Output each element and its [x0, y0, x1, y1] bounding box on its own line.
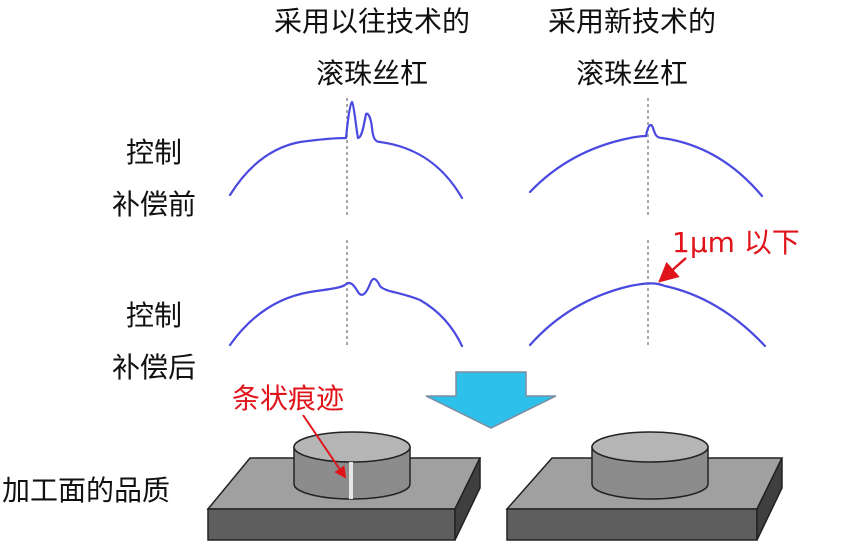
row-label-after-line2: 补偿后 [111, 351, 196, 384]
column-header-new: 采用新技术的 滚珠丝杠 [502, 8, 762, 88]
column-header-conventional: 采用以往技术的 滚珠丝杠 [232, 8, 512, 88]
tolerance-arrow [658, 257, 687, 283]
profile-curve-before-conventional [228, 100, 464, 200]
down-arrow [425, 371, 557, 429]
row-label-before-line1: 控制 [125, 136, 182, 169]
cylinder-top-conventional [293, 431, 411, 463]
base-side-conventional [454, 457, 481, 541]
profile-curve-after-conventional [228, 277, 464, 348]
base-side-new [756, 457, 783, 541]
row-label-after: 控制 补偿后 [96, 302, 212, 382]
workpiece-new [505, 431, 784, 541]
column-header-new-line1: 采用新技术的 [547, 5, 716, 38]
row-label-after-line1: 控制 [125, 299, 182, 332]
streak-arrow [302, 414, 347, 479]
tolerance-annotation: 1μm 以下 [672, 226, 800, 259]
base-front-new [506, 508, 758, 541]
cylinder-top-new [591, 431, 709, 463]
quality-label: 加工面的品质 [2, 474, 171, 507]
column-header-new-line2: 滚珠丝杠 [575, 57, 688, 90]
column-header-conventional-line1: 采用以往技术的 [273, 5, 470, 38]
row-label-before-line2: 补偿前 [111, 188, 196, 221]
column-header-conventional-line2: 滚珠丝杠 [315, 57, 428, 90]
streak-annotation: 条状痕迹 [232, 382, 345, 415]
row-label-before: 控制 补偿前 [96, 139, 212, 219]
profile-curve-after-new [528, 282, 767, 348]
workpiece-conventional [206, 431, 482, 541]
profile-curve-before-new [528, 123, 764, 198]
base-front-conventional [207, 508, 456, 541]
